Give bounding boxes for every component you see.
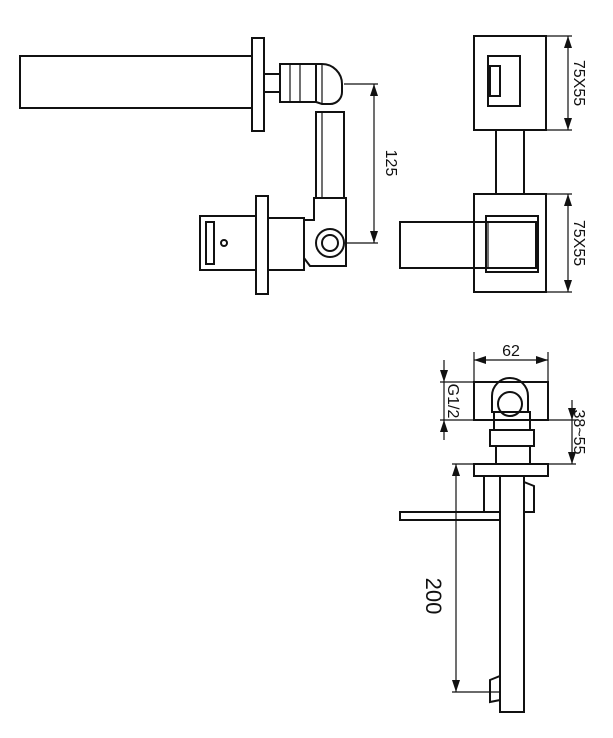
dimension-label-200: 200 — [421, 578, 446, 615]
section-view: 62 G1/2 38~55 — [399, 343, 587, 713]
handle-block — [199, 215, 257, 271]
valve-knob — [497, 391, 523, 417]
wall-plate — [473, 463, 549, 477]
dimension-label-thread: G1/2 — [444, 384, 461, 419]
spout-aerator — [489, 65, 501, 97]
dimension-label-top-plate: 75X55 — [570, 60, 587, 106]
spout-lip — [523, 481, 535, 513]
valve-body — [303, 197, 347, 267]
spout-outlet-tip — [489, 674, 501, 704]
connector-nut — [263, 73, 281, 93]
valve-ring-inner — [321, 234, 339, 252]
valve-nut-lower — [489, 429, 535, 447]
dimension-label-125: 125 — [382, 150, 399, 177]
top-wall-plate — [251, 37, 265, 132]
top-plate — [473, 35, 547, 131]
handle-pin — [220, 239, 228, 247]
dimension-label-62: 62 — [502, 343, 520, 360]
connecting-pipe — [495, 129, 525, 195]
handle-slot — [205, 221, 215, 265]
spout-outlet — [487, 55, 521, 107]
handle-sleeve — [267, 217, 305, 271]
bottom-wall-plate — [255, 195, 269, 295]
spout-vertical — [499, 475, 525, 713]
valve-ring-outer — [315, 228, 345, 258]
side-view: 125 — [19, 37, 399, 295]
connector-body — [279, 63, 317, 103]
vertical-pipe — [315, 111, 345, 199]
dimension-label-wall-depth: 38~55 — [570, 410, 587, 455]
handle-sleeve-front — [485, 215, 539, 273]
lever-handle — [399, 221, 537, 269]
spout-body — [19, 55, 253, 109]
dimension-label-bottom-plate: 75X55 — [570, 220, 587, 266]
mounting-block — [473, 381, 549, 421]
lever-arm — [399, 511, 501, 521]
valve-stem — [495, 445, 531, 465]
bottom-plate — [473, 193, 547, 293]
elbow-top — [315, 63, 343, 105]
valve-cap — [491, 377, 529, 413]
spout-collar — [483, 475, 501, 513]
front-view: 75X55 75X55 — [399, 35, 587, 293]
